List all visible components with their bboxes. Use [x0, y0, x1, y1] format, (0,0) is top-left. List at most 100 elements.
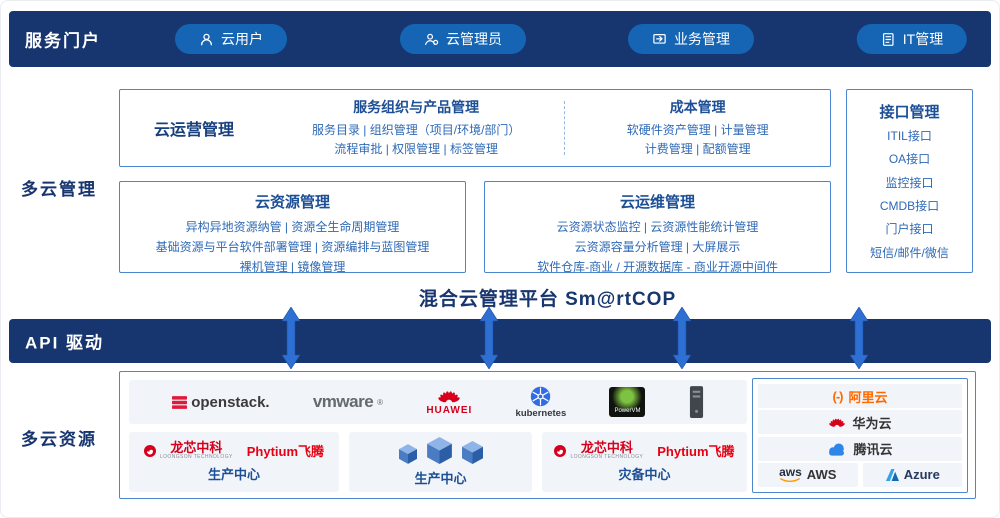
public-cloud-panel: (-) 阿里云 华为云 腾讯云 aws AWS [752, 378, 968, 493]
azure-cell: Azure [862, 462, 962, 487]
portal-button-label: 业务管理 [674, 31, 730, 47]
resources-panel: openstack. vmware ® HUAWEI kubernetes Po… [119, 371, 976, 499]
group-line: 软硬件资产管理 | 计量管理 [626, 123, 769, 137]
panel-line: 异构异地资源纳管 | 资源全生命周期管理 [185, 220, 400, 234]
interface-items: ITIL接口 OA接口 监控接口 CMDB接口 门户接口 短信/邮件/微信 [851, 124, 968, 264]
datacenter-logos: 龙芯中科 LOONGSON TECHNOLOGY Phytium飞腾 [144, 441, 324, 460]
panel-line: 软件仓库-商业 / 开源数据库 - 商业开源中间件 [537, 260, 778, 274]
azure-icon [885, 469, 899, 481]
loongson-icon [144, 445, 156, 457]
datacenter-production-1: 龙芯中科 LOONGSON TECHNOLOGY Phytium飞腾 生产中心 [129, 432, 339, 492]
interface-item: CMDB接口 [879, 199, 940, 214]
loongson-logo: 龙芯中科 LOONGSON TECHNOLOGY [144, 441, 233, 460]
cloud-operation-title: 云运营管理 [153, 122, 234, 139]
cube-cluster [399, 437, 483, 464]
huawei-flower-icon [437, 389, 461, 404]
tencent-cloud-icon [827, 442, 847, 456]
loongson-text: 龙芯中科 LOONGSON TECHNOLOGY [570, 441, 643, 460]
tencent-cloud-label: 腾讯云 [853, 442, 893, 458]
datacenter-caption: 灾备中心 [618, 467, 671, 482]
panel-line: 基础资源与平台软件部署管理 | 资源编排与蓝图管理 [155, 240, 430, 254]
phytium-logo: Phytium飞腾 [246, 444, 325, 459]
flow-arrow [673, 307, 691, 369]
loongson-label: 龙芯中科 [170, 440, 223, 455]
api-band: API 驱动 [9, 319, 991, 363]
interface-item: 监控接口 [885, 175, 934, 190]
portal-button-cloud-admin[interactable]: 云管理员 [400, 24, 526, 54]
panel-line: 裸机管理 | 镜像管理 [239, 260, 346, 274]
vmware-label: vmware [312, 392, 374, 411]
datacenter-caption: 生产中心 [207, 467, 260, 482]
cloud-operation-panel: 云运营管理 服务组织与产品管理 服务目录 | 组织管理（项目/环境/部门） 流程… [119, 89, 831, 167]
aws-logo-text: aws [779, 465, 802, 480]
user-icon [199, 32, 214, 47]
loongson-logo: 龙芯中科 LOONGSON TECHNOLOGY [554, 441, 643, 460]
alibaba-cloud-label: 阿里云 [848, 389, 888, 405]
loongson-sub-label: LOONGSON TECHNOLOGY [159, 454, 233, 460]
huawei-label: HUAWEI [426, 404, 473, 416]
kubernetes-logo: kubernetes [516, 386, 566, 419]
flow-arrow [282, 307, 300, 369]
openstack-logo: openstack. [172, 394, 270, 411]
cube-icon [427, 437, 452, 464]
portal-button-it-mgmt[interactable]: IT管理 [856, 24, 968, 54]
cube-icon [399, 444, 417, 464]
vmware-logo: vmware ® [313, 392, 383, 412]
loongson-text: 龙芯中科 LOONGSON TECHNOLOGY [160, 441, 233, 460]
panel-title: 接口管理 [879, 104, 940, 121]
datacenter-logos: 龙芯中科 LOONGSON TECHNOLOGY Phytium飞腾 [554, 441, 735, 460]
group-title: 成本管理 [669, 99, 726, 115]
service-portal-label: 服务门户 [25, 31, 101, 51]
panel-title: 云资源管理 [254, 194, 330, 211]
cloud-ops-panel: 云运维管理 云资源状态监控 | 云资源性能统计管理 云资源容量分析管理 | 大屏… [484, 181, 831, 274]
portal-button-label: IT管理 [902, 31, 944, 47]
multicloud-mgmt-label: 多云管理 [21, 180, 97, 199]
openstack-icon [172, 395, 187, 410]
interface-item: 门户接口 [885, 222, 934, 237]
group-title: 服务组织与产品管理 [353, 99, 480, 115]
azure-label: Azure [903, 467, 940, 483]
datacenter-caption: 生产中心 [414, 471, 467, 486]
admin-icon [424, 32, 439, 47]
aws-cell: aws AWS [758, 462, 858, 487]
interface-item: OA接口 [888, 152, 931, 167]
aws-azure-row: aws AWS Azure [758, 462, 962, 487]
document-icon [881, 32, 896, 47]
tencent-cloud-row: 腾讯云 [758, 436, 962, 461]
powervm-label: PowerVM [614, 408, 641, 414]
aws-smile-icon [779, 478, 801, 483]
portal-button-label: 云管理员 [446, 31, 502, 47]
portal-button-business-mgmt[interactable]: 业务管理 [628, 24, 754, 54]
huawei-flower-icon [828, 417, 846, 428]
service-org-group: 服务组织与产品管理 服务目录 | 组织管理（项目/环境/部门） 流程审批 | 权… [268, 97, 564, 159]
business-icon [652, 32, 667, 47]
kubernetes-wheel-icon [530, 386, 551, 407]
panel-line: 云资源容量分析管理 | 大屏展示 [574, 240, 741, 254]
aws-label: AWS [806, 467, 837, 483]
alibaba-icon: (-) [832, 388, 843, 404]
datacenter-disaster-recovery: 龙芯中科 LOONGSON TECHNOLOGY Phytium飞腾 灾备中心 [542, 432, 747, 492]
datacenter-production-2: 生产中心 [349, 432, 532, 492]
group-line: 流程审批 | 权限管理 | 标签管理 [334, 142, 498, 156]
panel-line: 云资源状态监控 | 云资源性能统计管理 [556, 220, 759, 234]
vmware-reg: ® [377, 397, 384, 407]
phytium-logo: Phytium飞腾 [657, 444, 735, 459]
huawei-logo: HUAWEI [426, 389, 472, 416]
group-line: 计费管理 | 配额管理 [644, 142, 751, 156]
interface-item: 短信/邮件/微信 [870, 245, 949, 260]
interface-mgmt-panel: 接口管理 ITIL接口 OA接口 监控接口 CMDB接口 门户接口 短信/邮件/… [846, 89, 973, 273]
loongson-icon [554, 445, 566, 457]
flow-arrow [480, 307, 498, 369]
flow-arrow [850, 307, 868, 369]
huawei-cloud-row: 华为云 [758, 410, 962, 435]
platform-logo-strip: openstack. vmware ® HUAWEI kubernetes Po… [129, 380, 747, 424]
cloud-resource-panel: 云资源管理 异构异地资源纳管 | 资源全生命周期管理 基础资源与平台软件部署管理… [119, 181, 466, 274]
portal-button-cloud-user[interactable]: 云用户 [175, 24, 287, 54]
loongson-label: 龙芯中科 [580, 440, 633, 455]
portal-button-label: 云用户 [221, 31, 263, 47]
cost-mgmt-group: 成本管理 软硬件资产管理 | 计量管理 计费管理 | 配额管理 [565, 97, 830, 159]
cube-icon [462, 441, 483, 464]
aws-logo: aws [779, 466, 802, 483]
platform-title: 混合云管理平台 Sm@rtCOP [418, 289, 677, 310]
